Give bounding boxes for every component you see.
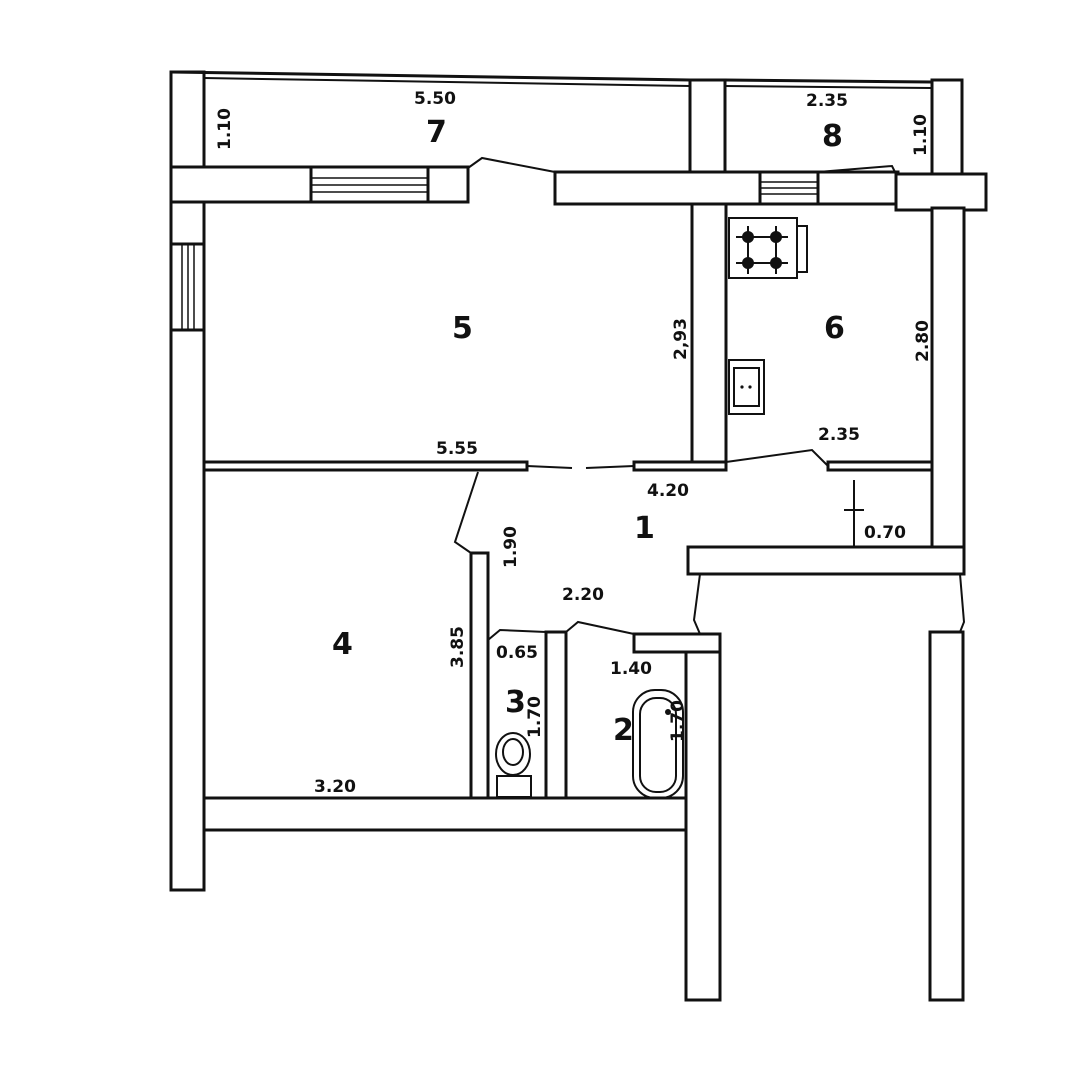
room-5-door-b [585,465,635,469]
dim-room-4-depth: 3.85 [448,626,468,668]
window-room-5-left [169,242,206,332]
bath-door [565,620,635,635]
dim-balcony-7-width: 1.10 [215,108,235,150]
doors [453,156,966,641]
room-numbers: 7 8 5 6 1 4 3 2 [332,115,845,748]
hall-exit-door [692,573,701,635]
dim-hall-length: 4.20 [647,481,689,501]
dim-room-5-length: 5.55 [436,439,478,459]
balcony-7-rail-inner [203,77,691,87]
room-number-3: 3 [505,685,526,720]
kitchen-bottom-wall [826,460,934,472]
room-number-7: 7 [426,115,447,150]
room-number-4: 4 [332,627,353,662]
bathtub-icon [632,689,684,799]
dim-room-5-depth: 2,93 [671,318,691,360]
dim-wc-depth: 1.70 [525,696,545,738]
window-kitchen-top [758,170,820,206]
dim-hall-depth: 1.90 [501,526,521,568]
windows [169,165,820,332]
wc-door [487,628,547,641]
walls [169,70,988,1002]
room-5-bottom-wall-right [632,460,728,472]
balcony-8-door [817,164,897,175]
balcony-8-rail [724,78,933,84]
bath-right-wall [684,632,722,1002]
wc-bath-partition [544,630,568,800]
room-4-door [453,471,479,554]
dim-bath-width: 1.40 [610,659,652,679]
balcony-pier [688,78,727,174]
hall-lower-wall [686,545,966,576]
dim-closet-depth: 0.70 [864,523,906,543]
room-number-5: 5 [452,311,473,346]
balcony-7-rail [170,70,691,82]
room-5-door-a [526,465,573,469]
balcony-7-door [467,156,556,173]
room-5-bottom-wall-left [202,460,529,472]
room-5-kitchen-partition [690,202,728,472]
bath-top-wall [632,632,722,654]
dim-wc-width: 0.65 [496,643,538,663]
dim-room-6-depth: 2.80 [913,320,933,362]
dim-bath-depth: 1.70 [668,700,688,742]
kitchen-corner-block [894,172,988,212]
room-5-top-wall-right [553,170,762,206]
dim-room-4-width: 3.20 [314,777,356,797]
room-5-top-wall-mid [426,165,470,204]
room-number-2: 2 [613,713,634,748]
kitchen-door [725,448,829,467]
stove-icon [728,217,808,279]
kitchen-top-wall-right [816,170,900,206]
room-4-bottom-wall [202,796,688,832]
dim-corridor-length: 2.20 [562,585,604,605]
room-4-wc-partition [469,551,490,800]
toilet-icon [495,732,532,798]
room-number-6: 6 [824,311,845,346]
right-lower-wall [928,630,965,1002]
dim-balcony-8-length: 2.35 [806,91,848,111]
dim-balcony-8-width: 1.10 [911,114,931,156]
dim-room-6-width: 2.35 [818,425,860,445]
balcony-8-post [930,78,964,177]
right-exit-door [959,573,966,633]
dimension-labels: 5.50 1.10 2.35 1.10 2,93 5.55 2.80 2.35 … [215,89,933,797]
room-number-1: 1 [634,511,655,546]
window-room-5-top [309,165,430,204]
left-outer-wall [169,70,206,892]
right-outer-wall [930,206,966,572]
sink-icon [728,359,765,415]
balcony-8-rail-inner [724,85,933,89]
dim-balcony-7-length: 5.50 [414,89,456,109]
room-number-8: 8 [822,119,843,154]
room-5-top-wall-left [169,165,313,204]
